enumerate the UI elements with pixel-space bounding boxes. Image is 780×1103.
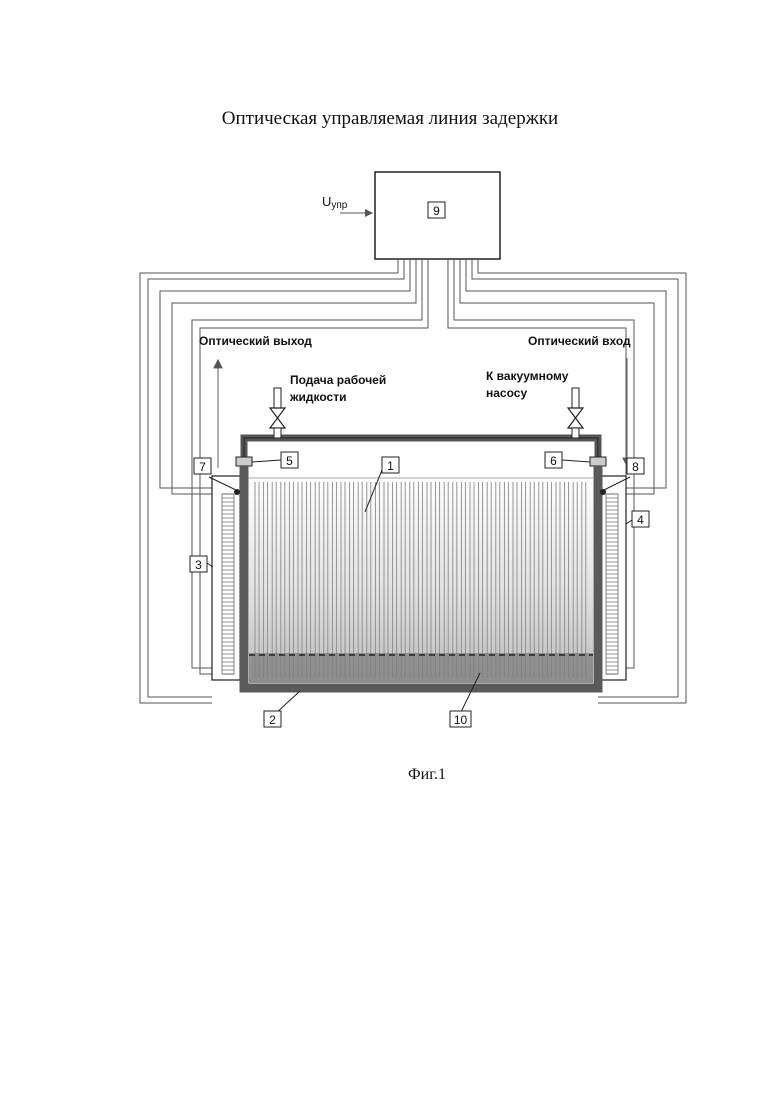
callout-1: 1 (382, 457, 399, 473)
callout-4: 4 (632, 511, 649, 527)
svg-text:10: 10 (454, 713, 468, 727)
optical-input-label: Оптический вход (528, 334, 631, 348)
coupling-5 (236, 457, 252, 466)
callout-8: 8 (627, 458, 644, 474)
inlet-valve (270, 388, 285, 438)
svg-text:4: 4 (637, 513, 644, 527)
callout-2: 2 (264, 711, 281, 727)
svg-text:5: 5 (286, 454, 293, 468)
callout-7: 7 (194, 458, 211, 474)
vacuum-label-line2: насосу (486, 386, 527, 400)
liquid-feed-label-line2: жидкости (289, 390, 346, 404)
control-voltage-label: Uупр (322, 194, 348, 211)
callout-3: 3 (190, 556, 207, 572)
outlet-valve (568, 388, 583, 438)
coupling-6 (590, 457, 606, 466)
svg-text:8: 8 (632, 460, 639, 474)
optical-output-label: Оптический выход (199, 334, 312, 348)
svg-text:9: 9 (433, 204, 440, 218)
callout-9: 9 (428, 202, 445, 218)
svg-text:2: 2 (269, 713, 276, 727)
working-liquid-10 (249, 653, 593, 683)
callout-10: 10 (450, 711, 471, 727)
figure-caption: Фиг.1 (408, 766, 446, 784)
svg-text:1: 1 (387, 459, 394, 473)
svg-text:3: 3 (195, 558, 202, 572)
liquid-feed-label-line1: Подача рабочей (290, 373, 386, 387)
callout-5: 5 (281, 452, 298, 468)
svg-text:6: 6 (550, 454, 557, 468)
vacuum-label-line1: К вакуумному (486, 369, 569, 383)
callout-6: 6 (545, 452, 562, 468)
svg-text:7: 7 (199, 460, 206, 474)
vessel-interior (249, 476, 593, 683)
